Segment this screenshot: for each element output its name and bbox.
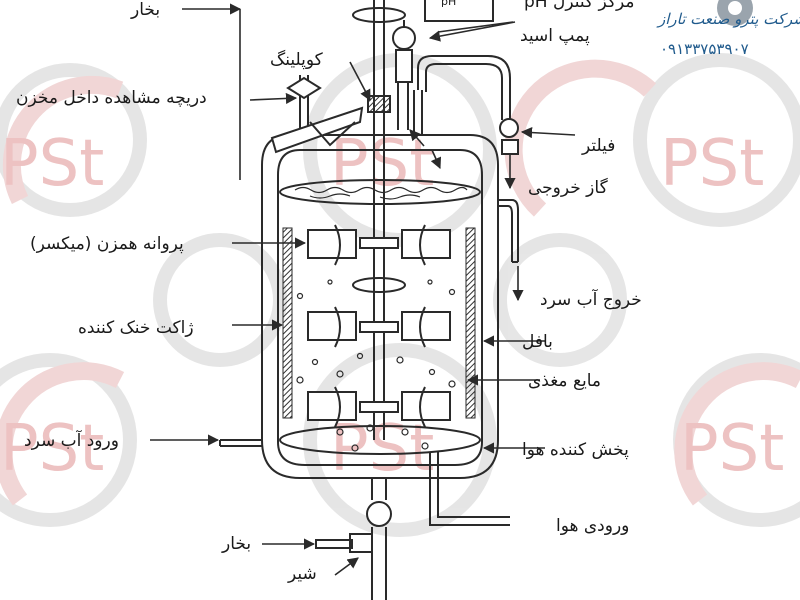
acid-pump-leader [428,21,516,42]
label-cooling-jacket: ژاکت خنک کننده [78,318,194,338]
watermark-text: PSt [0,127,104,201]
label-steam-top: بخار [131,0,161,20]
valve-leader [334,557,359,576]
cooling-jacket-right [465,227,476,419]
label-cooling-water-in: ورود آب سرد [24,431,119,451]
label-coupling: کوپلینگ [270,50,323,70]
label-baffle: بافل [522,332,553,352]
label-air-sparger: پخش کننده هوا [522,440,629,460]
sight-window-leader [249,92,298,105]
svg-text:PSt: PSt [330,412,434,486]
drain-valve [315,478,392,600]
acid-drop-arrow [409,129,425,147]
svg-text:PSt: PSt [330,127,434,201]
svg-text:PSt: PSt [680,412,784,486]
svg-text:PSt: PSt [660,127,764,201]
cooling-jacket-left [282,227,293,419]
label-valve: شیر [288,564,317,584]
acid-drop-arrow-2 [430,149,442,170]
bubbles [296,279,456,452]
label-air-inlet: ورودی هوا [556,516,630,536]
ph-box-label: pH [441,0,457,8]
acid-pump-line [437,21,514,33]
coupling [367,95,391,113]
label-sight-window: دریچه مشاهده داخل مخزن [16,88,207,108]
cooling-out-pipe [498,199,519,263]
logo-phone: ۰۹۱۳۳۷۵۳۹۰۷ [660,40,749,58]
logo-gear-icon [717,0,753,26]
agitator [307,0,451,440]
sight-window [270,75,364,154]
cooling-in-pipe [219,439,262,447]
label-impeller: پروانه همزن (میکسر) [30,234,184,254]
label-exhaust-gas: گاز خروجی [528,178,608,198]
coupling-leader [349,61,371,101]
logo-company-name: شرکت پترو صنعت تاراز [658,10,800,28]
label-acid-pump: پمپ اسید [520,26,590,46]
label-cooling-water-out: خروج آب سرد [540,290,642,310]
label-nutrient-liquid: مایع مغذی [528,371,602,391]
label-steam-bottom: بخار [222,534,252,554]
svg-text:PSt: PSt [0,412,104,486]
label-ph-controller: مرکز کنترل pH [524,0,635,12]
label-filter: فیلتر [582,136,616,156]
air-inlet-pipe [429,452,510,526]
watermark-layer: PSt PSt PSt PSt PSt PSt [0,53,800,537]
filter-leader [520,126,576,139]
